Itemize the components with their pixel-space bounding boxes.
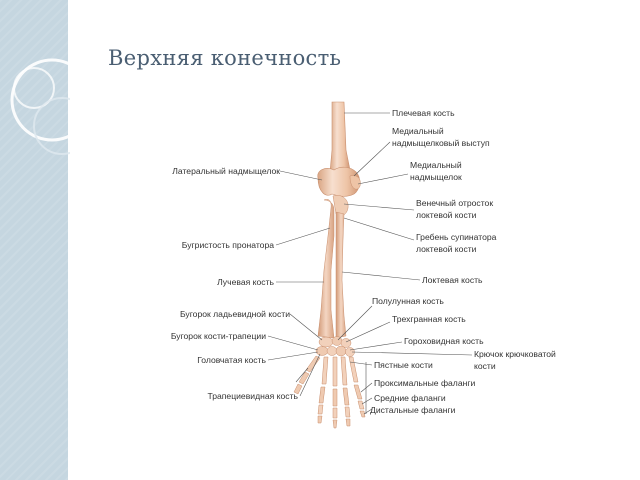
- distal-phalanges: [317, 410, 366, 429]
- label-lateral-epicondyle: Латеральный надмыщелок: [172, 166, 280, 176]
- medial-epicondyle: [349, 175, 361, 190]
- label-trapezium-tubercle: Бугорок кости-трапеции: [171, 331, 266, 341]
- label-coronoid-2: локтевой кости: [416, 210, 477, 220]
- metacarpal-bones: [321, 356, 359, 387]
- label-lunate: Полулунная кость: [372, 296, 444, 306]
- leader-lines: [267, 112, 473, 415]
- radius-bone: [317, 199, 335, 339]
- label-supinator-crest-2: локтевой кости: [416, 244, 477, 254]
- label-medial-epicondyle-1: Медиальный: [410, 160, 462, 170]
- label-supinator-crest-1: Гребень супинатора: [416, 232, 497, 242]
- label-pisiform: Гороховидная кость: [404, 336, 484, 346]
- ulna-bone: [335, 211, 347, 339]
- humerus-bone: [329, 101, 351, 173]
- label-radius: Лучевая кость: [217, 277, 274, 287]
- label-proximal-phalanges: Проксимальные фаланги: [374, 378, 475, 388]
- label-humerus: Плечевая кость: [392, 108, 455, 118]
- label-scaphoid-tubercle: Бугорок ладьевидной кости: [180, 309, 290, 319]
- label-coronoid-1: Венечный отросток: [416, 198, 493, 208]
- label-middle-phalanges: Средние фаланги: [374, 393, 446, 403]
- label-medial-epicondyle-2: надмыщелок: [410, 172, 462, 182]
- label-medial-supracondylar-1: Медиальный: [392, 126, 444, 136]
- label-trapezoid: Трапециевидная кость: [207, 391, 298, 401]
- slide-title: Верхняя конечность: [108, 46, 342, 70]
- decorative-circles: [10, 58, 70, 155]
- side-band-divider: [68, 0, 70, 480]
- proximal-phalanges: [318, 384, 363, 407]
- label-hamate-hook-2: кости: [474, 361, 496, 371]
- label-distal-phalanges: Дистальные фаланги: [370, 405, 456, 415]
- thumb-bones: [293, 355, 321, 395]
- label-hamate-hook-1: Крючок крючковатой: [474, 349, 556, 359]
- side-band-texture: [0, 0, 70, 480]
- label-metacarpals: Пястные кости: [374, 360, 433, 370]
- label-ulna: Локтевая кость: [422, 275, 483, 285]
- decorative-side-band: [0, 0, 70, 480]
- middle-phalanges: [317, 400, 365, 419]
- label-capitate: Головчатая кость: [197, 355, 266, 365]
- label-pronator-tuberosity: Бугристость пронатора: [182, 240, 274, 250]
- label-triquetrum: Трехгранная кость: [392, 314, 466, 324]
- label-medial-supracondylar-2: надмыщелковый выступ: [392, 138, 490, 148]
